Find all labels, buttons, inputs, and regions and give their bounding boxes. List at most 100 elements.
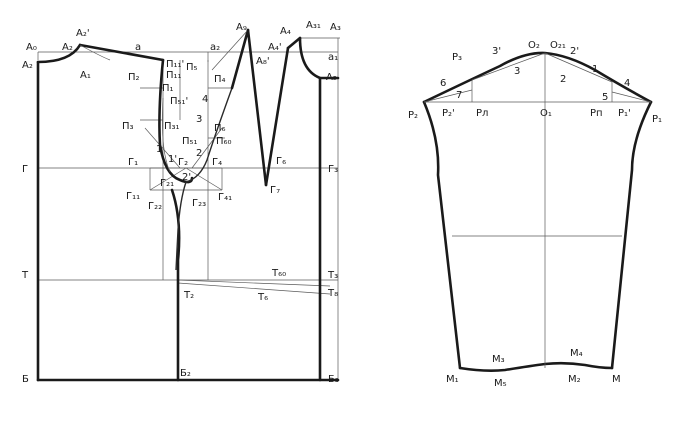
label-a8p: A₈' [256,56,270,67]
back-neck-helper [79,44,111,61]
sleeve-left-seam [422,100,462,370]
label-a2-small: a₂ [210,42,220,53]
sleeve-cap-left-outer [423,89,473,103]
label-a31: A₃₁ [306,20,321,31]
label-b2: Б₂ [180,368,191,379]
back-shoulder-line [78,43,165,62]
label-num-1: 1 [156,144,162,155]
label-a2-left: A₂ [22,60,33,71]
label-num-3-sleeve: 3 [514,66,520,77]
label-p4: П₄ [214,74,226,85]
back-side-seam [170,188,181,382]
label-m5: M₅ [494,378,507,389]
waist-line-back-drop [177,279,331,287]
label-a4: A₄ [280,26,291,37]
label-a0: A₀ [26,42,37,53]
label-o21: O₂₁ [550,40,566,51]
label-num-2-sleeve: 2 [560,74,566,85]
label-num-7: 7 [456,90,462,101]
label-p2: П₂ [128,72,140,83]
sleeve-pattern [422,51,653,372]
label-p2p: P₂' [442,108,455,119]
g-box-diag-2 [185,167,223,191]
sleeve-cap-left-diag [471,52,546,81]
label-g41: Г₄₁ [218,192,232,203]
label-g21: Г₂₁ [160,178,174,189]
sleeve-cap-right-diag [544,52,613,83]
label-p60: П₆₀ [216,136,232,147]
sleeve-right-seam [610,100,653,370]
label-m1: M₁ [446,374,459,385]
label-pl: Pл [476,108,488,119]
label-t-left: T [21,270,29,281]
label-p31: П₃₁ [164,121,180,132]
bodice-labels: A₀ A₂ A₂' A₂ a A₁ П₁₁' П₁₁ П₁ П₅₁' П₂ П₃… [21,20,341,385]
front-armhole-curve [185,87,233,183]
label-g-left: Г [22,164,28,175]
label-t60: T₆₀ [271,268,286,279]
bodice-pattern [36,28,340,382]
label-num-3: 3 [196,114,202,125]
sleeve-hem-curve [458,361,614,372]
label-num-2p-sleeve: 2' [570,46,579,57]
sleeve-cap-right-outer [611,91,652,103]
label-m3: M₃ [492,354,505,365]
label-a-top: a [135,42,141,53]
label-a9: A₉ [236,22,247,33]
hip-line-back [177,282,331,295]
label-p11p: П₁₁' [166,59,184,70]
armhole-bisector-right [191,127,223,169]
sleeve-labels: O₂ O₂₁ P₃ 3' 2' 3 1 2 6 4 7 5 P₂ P₂' Pл … [408,40,662,389]
label-g7: Г₇ [270,185,280,196]
label-a5: A₅ [326,72,337,83]
label-pp: Pп [590,108,603,119]
label-num-2p: 2' [182,172,191,183]
front-shoulder-left [230,28,250,90]
label-p11: П₁₁ [166,70,182,81]
label-num-1-sleeve: 1 [592,64,598,75]
label-t6: T₆ [257,292,268,303]
label-num-6: 6 [440,78,446,89]
label-o1: O₁ [540,108,552,119]
label-p1-sleeve: P₁ [652,114,662,125]
label-m4: M₄ [570,348,583,359]
label-m: M [612,374,621,385]
back-armhole-curve [158,58,194,184]
label-t3: T₃ [327,270,338,281]
label-p1p: P₁' [618,108,631,119]
label-a1: A₁ [80,70,91,81]
label-g22: Г₂₂ [148,201,162,212]
label-p6: П₆ [214,123,226,134]
dart-left-leg [246,28,268,187]
label-g3: Г₃ [328,164,338,175]
label-num-4-sleeve: 4 [624,78,630,89]
label-g4: Г₄ [212,157,222,168]
label-g2: Г₂ [178,157,188,168]
back-neck-curve [36,43,82,64]
label-p2-sleeve: P₂ [408,110,418,121]
label-a3: A₃ [330,22,341,33]
label-num-1p: 1' [168,154,177,165]
label-num-4: 4 [202,94,208,105]
label-b-left: Б [22,374,29,385]
label-g6: Г₆ [276,156,286,167]
front-shoulder-right [286,36,302,50]
front-shoulder-helper [211,29,249,71]
label-a2-inner: A₂ [62,42,73,53]
label-p5: П₅ [186,62,198,73]
armhole-helper-curve [161,97,171,173]
label-a4p: A₄' [268,42,282,53]
label-p51p: П₅₁' [170,96,188,107]
label-m2: M₂ [568,374,581,385]
label-num-5: 5 [602,92,608,103]
label-p1: П₁ [162,83,174,94]
armhole-bisector-left [144,127,181,169]
label-o2: O₂ [528,40,540,51]
front-side-seam [175,181,187,271]
label-t8: T₈ [327,288,338,299]
label-a2-prime: A₂' [76,28,90,39]
label-t2: T₂ [183,290,194,301]
label-p3: П₃ [122,121,134,132]
